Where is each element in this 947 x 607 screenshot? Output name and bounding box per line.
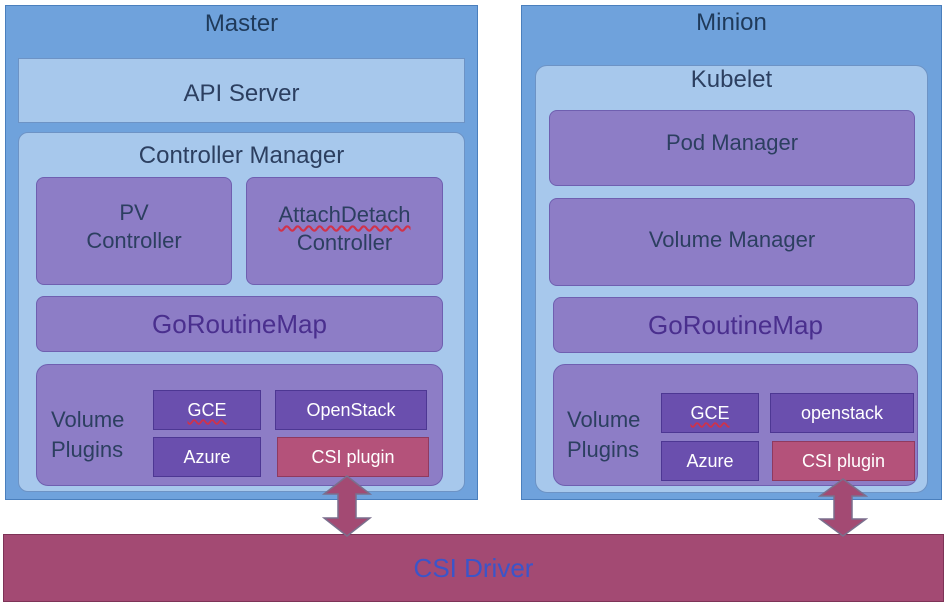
master-goroutine-map-label: GoRoutineMap [152,309,327,339]
minion-azure-plugin: Azure [661,441,759,481]
attach-detach-line1: AttachDetach [278,202,411,227]
minion-title: Minion [696,9,767,36]
master-azure-plugin: Azure [153,437,261,477]
master-title: Master [204,10,279,37]
csi-driver-bar [3,534,944,602]
minion-goroutine-map-label: GoRoutineMap [648,310,823,340]
csi-driver-label: CSI Driver [413,553,534,583]
pod-manager-label: Pod Manager [665,130,799,155]
master-volume-label-line1: Volume [51,407,125,432]
attach-detach-line2: Controller [296,230,393,255]
master-csi-arrow [322,475,372,537]
pv-controller-line2: Controller [86,228,182,253]
master-openstack-plugin: OpenStack [275,390,427,430]
minion-openstack-plugin: openstack [770,393,914,433]
master-gce-plugin-label: GCE [187,399,227,420]
minion-volume-label-line2: Plugins [567,437,640,462]
master-goroutine-map-box [36,296,443,352]
minion-gce-plugin: GCE [661,393,759,433]
minion-csi-arrow-shape [818,478,868,537]
attach-detach-controller-label: AttachDetach Controller [246,201,443,261]
minion-volume-plugins-label: Volume Plugins [567,405,662,469]
master-csi-arrow-shape [322,475,372,537]
minion-goroutine-map-box [553,297,918,353]
pv-controller-box [36,177,232,285]
master-gce-plugin: GCE [153,390,261,430]
minion-volume-label-line1: Volume [567,407,641,432]
master-volume-label-line2: Plugins [51,437,124,462]
minion-gce-plugin-label: GCE [690,402,730,423]
master-volume-plugins-label: Volume Plugins [51,405,151,469]
attach-detach-controller-box [246,177,443,285]
pod-manager-box [549,110,915,186]
volume-manager-box [549,198,915,286]
kubelet-title: Kubelet [690,66,773,93]
api-server-box [18,58,465,123]
controller-manager-title: Controller Manager [138,142,345,169]
pv-controller-line1: PV [119,200,149,225]
minion-csi-arrow [818,478,868,537]
volume-manager-label: Volume Manager [648,227,816,252]
pv-controller-label: PV Controller [36,199,232,259]
api-server-label: API Server [183,80,300,107]
minion-csi-plugin: CSI plugin [772,441,915,481]
master-csi-plugin: CSI plugin [277,437,429,477]
